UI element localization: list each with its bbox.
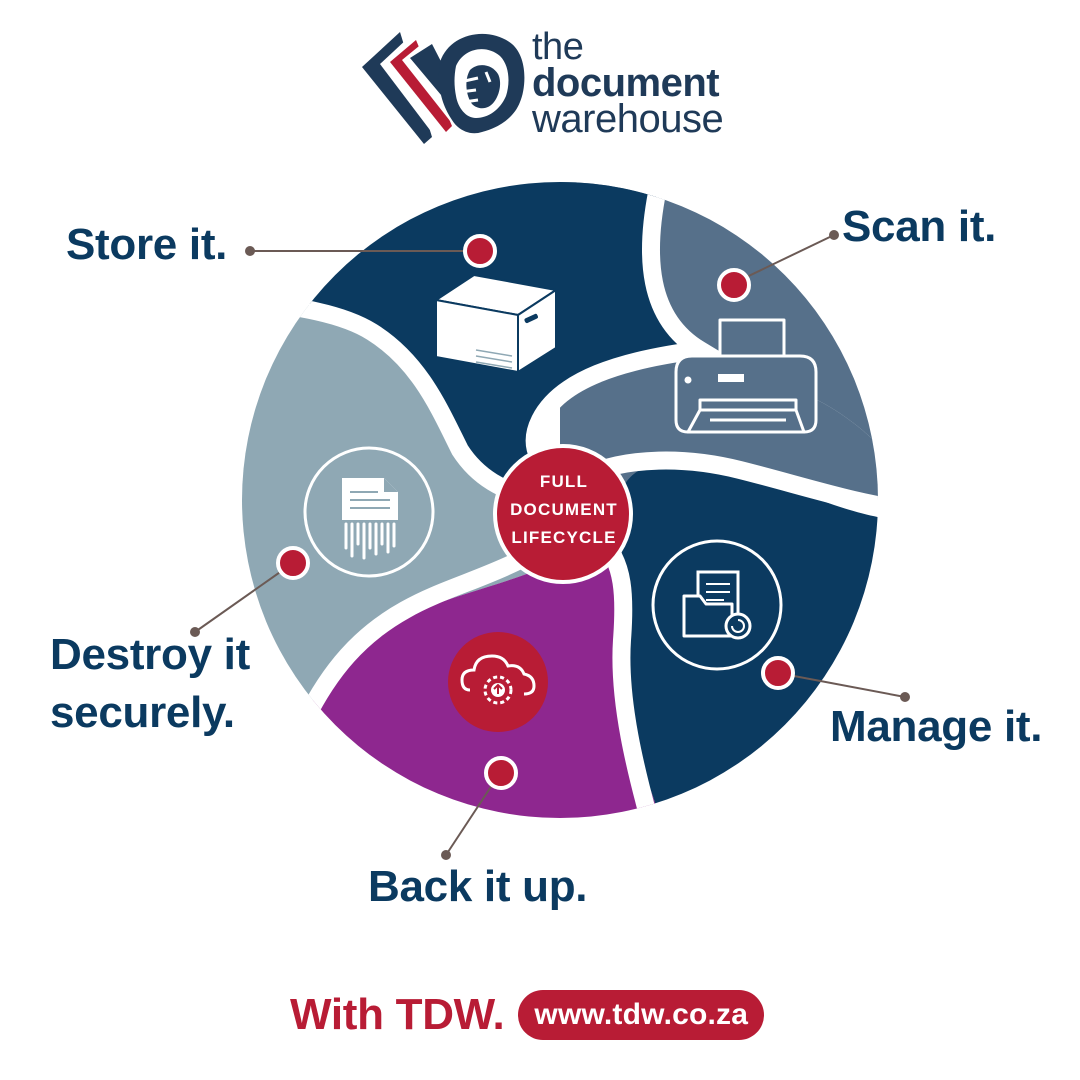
lion-head-logo-icon: [362, 32, 525, 144]
connector-scan: [733, 234, 835, 284]
marker-store: [463, 234, 497, 268]
segment-destroy: [242, 290, 560, 700]
marker-backup: [484, 756, 518, 790]
center-line-2: DOCUMENT: [510, 500, 618, 519]
archive-box-icon: [433, 273, 559, 374]
connector-dot-scan: [829, 230, 839, 240]
logo-text-the: the: [532, 26, 584, 68]
center-circle: [493, 444, 633, 584]
connector-manage: [777, 672, 906, 698]
label-destroy-line-2: securely.: [50, 688, 235, 737]
label-scan: Scan it.: [842, 202, 997, 251]
label-destroy-line-1: Destroy it: [50, 630, 250, 679]
logo-text-document: document: [532, 61, 720, 105]
connector-dot-manage: [900, 692, 910, 702]
logo: the document warehouse: [360, 22, 780, 152]
connector-dot-store: [245, 246, 255, 256]
label-backup: Back it up.: [368, 862, 588, 911]
website-link[interactable]: www.tdw.co.za: [518, 990, 765, 1040]
connector-destroy: [194, 562, 294, 633]
label-manage: Manage it.: [830, 702, 1043, 751]
marker-manage: [761, 656, 795, 690]
folder-document-icon: [651, 539, 783, 671]
marker-scan: [717, 268, 751, 302]
label-destroy: Destroy it securely.: [50, 626, 250, 742]
center-label: FULL DOCUMENT LIFECYCLE: [494, 468, 634, 552]
connector-dot-destroy: [190, 627, 200, 637]
paper-shredder-icon: [303, 446, 435, 578]
center-line-3: LIFECYCLE: [511, 528, 617, 547]
center-line-1: FULL: [539, 472, 589, 491]
printer-icon: [674, 318, 818, 434]
cloud-gear-icon: [448, 632, 548, 732]
connector-dot-backup: [441, 850, 451, 860]
marker-destroy: [276, 546, 310, 580]
footer-tagline: With TDW.: [290, 990, 505, 1039]
logo-text-warehouse: warehouse: [532, 97, 724, 141]
segment-manage: [616, 466, 878, 818]
label-store: Store it.: [66, 220, 228, 269]
footer: With TDW. www.tdw.co.za: [290, 985, 765, 1045]
